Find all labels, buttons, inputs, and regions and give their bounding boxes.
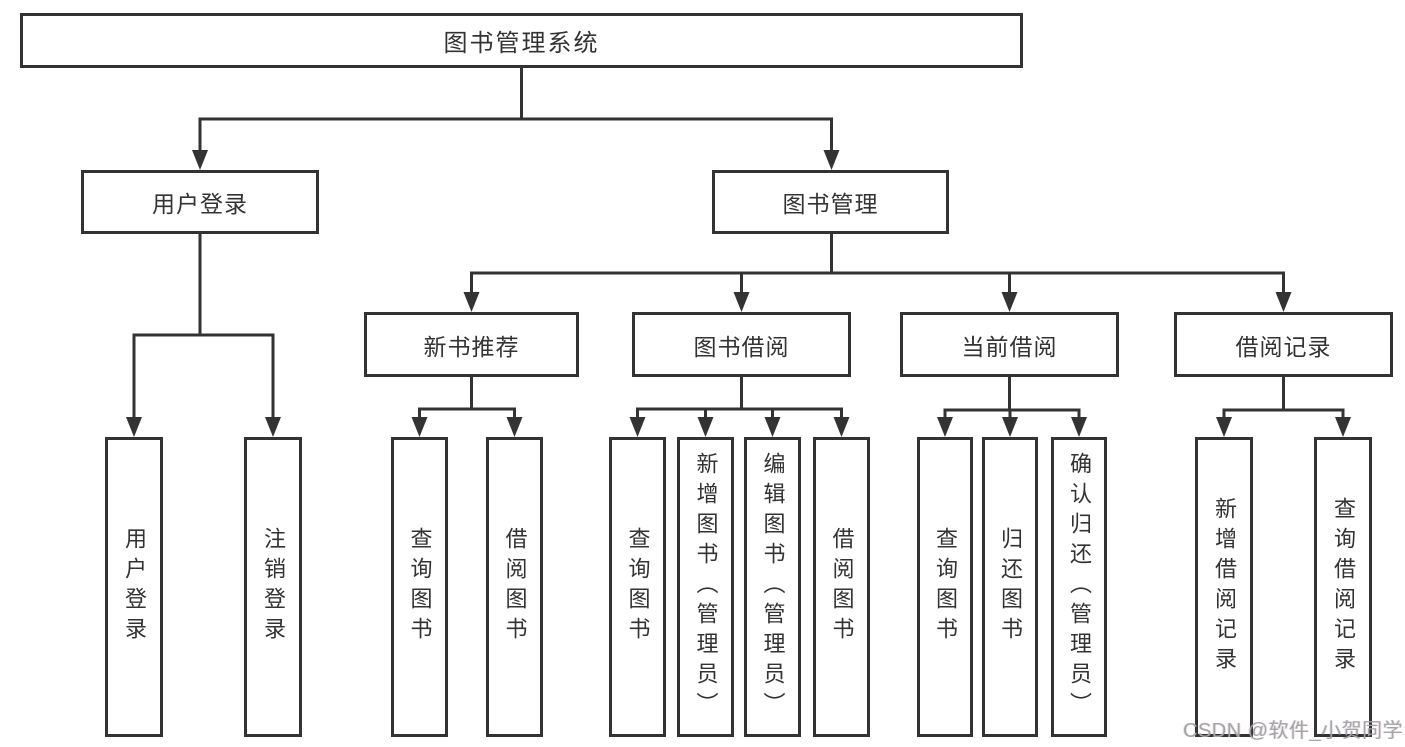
node-book-management-label: 图书管理 [782, 191, 879, 217]
leaf-query-books-2-label: 查询图书 [625, 527, 651, 647]
leaf-logout-label: 注销登录 [261, 527, 286, 647]
leaf-confirm-return-admin-label: 确认归还（管理员） [1067, 452, 1092, 722]
arrowhead-icons [126, 150, 1351, 437]
leaf-borrow-books-1-label: 借阅图书 [502, 527, 528, 647]
leaf-user-login: 用户登录 [105, 437, 163, 737]
node-current-borrowing: 当前借阅 [900, 312, 1119, 377]
leaf-add-books-admin: 新增图书（管理员） [677, 437, 734, 737]
leaf-query-books-3: 查询图书 [917, 437, 973, 737]
leaf-return-books: 归还图书 [982, 437, 1038, 737]
node-book-management: 图书管理 [712, 170, 949, 234]
leaf-return-books-label: 归还图书 [998, 527, 1023, 647]
node-new-book-recommendation: 新书推荐 [364, 312, 579, 377]
leaf-edit-books-admin-label: 编辑图书（管理员） [760, 452, 786, 722]
node-borrow-records: 借阅记录 [1174, 312, 1393, 377]
node-user-login: 用户登录 [81, 170, 319, 234]
leaf-confirm-return-admin: 确认归还（管理员） [1051, 437, 1107, 737]
leaf-query-borrow-record-label: 查询借阅记录 [1331, 497, 1356, 677]
leaf-user-login-label: 用户登录 [122, 527, 147, 647]
node-user-login-label: 用户登录 [152, 191, 248, 217]
leaf-query-books-1: 查询图书 [391, 437, 448, 737]
node-current-borrowing-label: 当前借阅 [961, 333, 1058, 360]
leaf-borrow-books-1: 借阅图书 [486, 437, 543, 737]
node-library-management-system: 图书管理系统 [20, 13, 1023, 68]
leaf-add-books-admin-label: 新增图书（管理员） [693, 452, 719, 722]
leaf-query-books-2: 查询图书 [609, 437, 666, 737]
csdn-watermark: CSDN @软件_小贺同学 [1183, 720, 1404, 742]
leaf-borrow-books-2: 借阅图书 [813, 437, 870, 737]
leaf-add-borrow-record: 新增借阅记录 [1195, 437, 1253, 737]
leaf-query-books-1-label: 查询图书 [407, 527, 433, 647]
node-borrow-records-label: 借阅记录 [1235, 333, 1332, 360]
node-library-management-system-label: 图书管理系统 [443, 30, 600, 57]
node-book-borrowing-label: 图书借阅 [693, 333, 790, 360]
leaf-query-borrow-record: 查询借阅记录 [1314, 437, 1372, 737]
node-new-book-recommendation-label: 新书推荐 [423, 333, 520, 360]
leaf-add-borrow-record-label: 新增借阅记录 [1212, 497, 1237, 677]
leaf-edit-books-admin: 编辑图书（管理员） [744, 437, 801, 737]
leaf-logout: 注销登录 [244, 437, 302, 737]
leaf-borrow-books-2-label: 借阅图书 [829, 527, 855, 647]
leaf-query-books-3-label: 查询图书 [933, 527, 958, 647]
node-book-borrowing: 图书借阅 [632, 312, 851, 377]
